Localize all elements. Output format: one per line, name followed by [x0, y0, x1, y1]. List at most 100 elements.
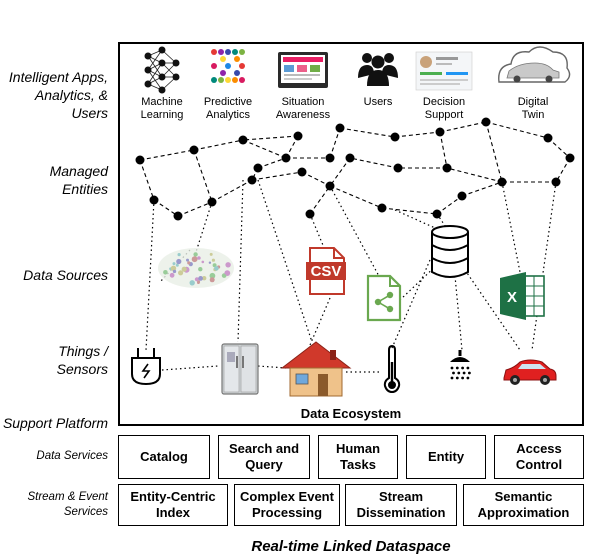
entity-edge: [349, 157, 399, 169]
house-icon: [280, 341, 352, 397]
entity-node: [551, 177, 561, 187]
analytics-dot: [225, 49, 231, 55]
service-access-control[interactable]: Access Control: [494, 435, 584, 479]
entity-edge: [177, 201, 213, 217]
shower-drop: [461, 376, 464, 380]
entity-node: [325, 153, 335, 163]
cloud-dot: [214, 266, 219, 271]
service-complex-event-processing-line2: Processing: [251, 505, 323, 520]
service-entity-line1: Entity: [427, 449, 465, 464]
entity-edge: [436, 195, 463, 215]
dotted-connector: [195, 201, 213, 253]
entity-edge: [193, 149, 213, 203]
dotted-connector: [257, 179, 313, 343]
service-search-query[interactable]: Search and Query: [218, 435, 310, 479]
layer-label-entities-line2: Entities: [62, 181, 108, 197]
entity-edge: [394, 131, 441, 138]
excel-label: X: [507, 289, 517, 306]
share-file-icon: [366, 274, 402, 322]
service-human-tasks[interactable]: Human Tasks: [318, 435, 398, 479]
dashboard-icon: [278, 52, 328, 88]
app-label-line1: Situation: [281, 96, 325, 108]
layer-label-apps-line2: Analytics, & Users: [34, 87, 108, 121]
cloud-dot: [197, 256, 201, 260]
entity-edge: [339, 127, 396, 138]
entity-edge: [485, 121, 503, 183]
dotted-connector: [161, 365, 219, 371]
entity-edge: [251, 171, 303, 181]
dotted-connector: [454, 275, 463, 351]
entity-edge: [547, 137, 571, 159]
analytics-dot: [211, 77, 217, 83]
layer-label-support-text: Support Platform: [2, 415, 108, 431]
analytics-dot: [239, 63, 245, 69]
dotted-connectors: [145, 179, 557, 373]
cloud-dot: [211, 258, 215, 262]
entity-node: [435, 127, 445, 137]
fridge-icon: [221, 343, 259, 395]
service-access-control-line2: Control: [515, 457, 563, 472]
shower-drop: [450, 366, 454, 370]
cloud-dot: [187, 261, 191, 265]
entity-edge: [485, 121, 549, 139]
analytics-dot: [239, 49, 245, 55]
service-entity[interactable]: Entity: [406, 435, 486, 479]
cloud-dot: [208, 261, 212, 264]
shower-drop: [450, 376, 454, 380]
app-label-line2: Awareness: [275, 109, 331, 121]
service-stream-dissemination[interactable]: Stream Dissemination: [345, 484, 457, 526]
service-complex-event-processing[interactable]: Complex Event Processing: [234, 484, 340, 526]
app-label-line1: Decision: [422, 96, 466, 108]
layer-label-stream-line2: Services: [63, 506, 108, 518]
cloud-dot: [191, 256, 198, 263]
entity-node: [297, 167, 307, 177]
cloud-dot: [225, 262, 231, 268]
entity-node: [432, 209, 442, 219]
entity-edge: [242, 135, 299, 141]
dataspace-frame: [118, 42, 584, 426]
service-search-query-line1: Search and: [228, 441, 300, 456]
cloud-dot: [163, 270, 168, 275]
entity-node: [135, 155, 145, 165]
power-plug-icon: [131, 348, 161, 386]
dotted-connector: [309, 213, 326, 251]
entity-node: [173, 211, 183, 221]
entity-edge: [211, 179, 253, 203]
layer-label-stream-line1: Stream & Event: [27, 491, 108, 503]
entity-node: [325, 181, 335, 191]
entity-node: [497, 177, 507, 187]
cloud-dot: [193, 252, 198, 257]
cloud-dot: [175, 263, 179, 267]
data-ecosystem-label: Data Ecosystem: [300, 406, 402, 421]
entity-edge: [439, 131, 448, 169]
cloud-dot: [169, 272, 175, 278]
cloud-dot: [189, 280, 195, 286]
analytics-cube-icon: [211, 49, 245, 83]
entity-node: [238, 135, 248, 145]
service-catalog-line1: Catalog: [140, 449, 188, 464]
entity-edge: [139, 159, 155, 201]
entity-edge: [193, 139, 244, 151]
analytics-dot: [218, 77, 224, 83]
entity-node: [281, 153, 291, 163]
entity-node: [247, 175, 257, 185]
entity-edge: [301, 171, 331, 187]
entity-edge: [329, 127, 341, 159]
layer-label-data-services: Data Services: [36, 449, 108, 464]
shower-drop: [457, 371, 461, 375]
entity-edges: [139, 121, 571, 217]
entity-edge: [439, 121, 487, 133]
service-entity-centric-index[interactable]: Entity-Centric Index: [118, 484, 228, 526]
cloud-dot: [223, 274, 227, 278]
entity-node: [457, 191, 467, 201]
cloud-dot: [197, 281, 200, 284]
cloud-dot: [172, 269, 177, 274]
analytics-dot: [232, 77, 238, 83]
service-catalog[interactable]: Catalog: [118, 435, 210, 479]
service-semantic-approximation[interactable]: Semantic Approximation: [463, 484, 584, 526]
cloud-dot: [201, 260, 205, 264]
entity-edge: [139, 149, 195, 161]
layer-label-things-line1: Things /: [58, 343, 108, 359]
